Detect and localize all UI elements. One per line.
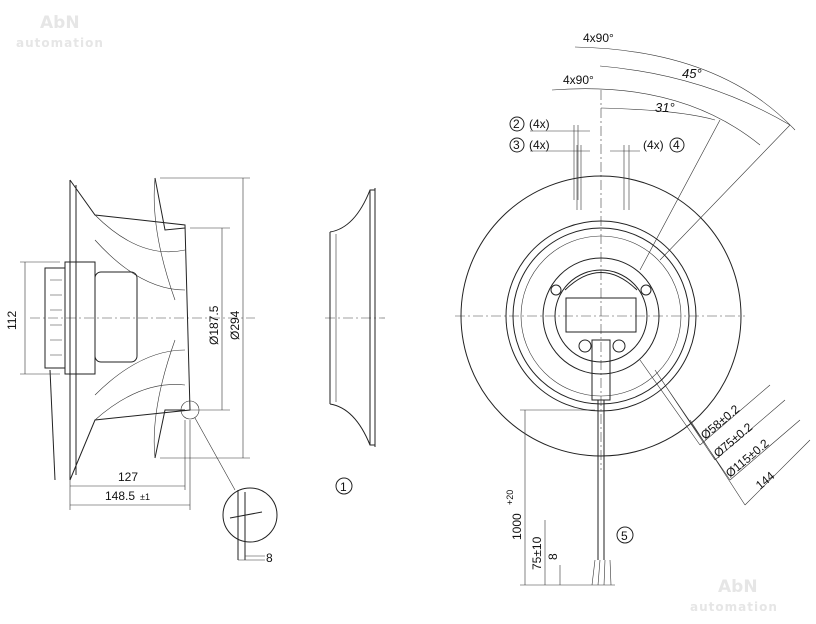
dim-dia-294: Ø294 <box>228 310 242 340</box>
dim-148-5-tol: ±1 <box>140 492 150 502</box>
inlet-ring-view: 1 <box>325 188 385 495</box>
callout-3-qty: (4x) <box>529 138 550 152</box>
watermark-brand: AbN <box>718 577 758 597</box>
callout-4-qty: (4x) <box>643 138 664 152</box>
dim-strip-75: 75±10 <box>530 536 544 570</box>
side-view: 112 Ø187.5 Ø294 127 148.5 ±1 8 <box>5 177 278 565</box>
front-view: Ø58±0.2 Ø75±0.2 Ø115±0.2 144 4x90° 4x90°… <box>455 31 811 586</box>
angle-31: 31° <box>655 100 675 115</box>
watermark-brand: AbN <box>40 13 80 33</box>
dim-127: 127 <box>118 470 138 484</box>
dim-144: 144 <box>753 468 778 492</box>
angle-45: 45° <box>682 66 702 81</box>
dim-148-5: 148.5 <box>105 489 135 503</box>
dim-strip-8: 8 <box>546 553 560 560</box>
watermark-sub: automation <box>16 36 104 50</box>
callout-1: 1 <box>340 480 347 494</box>
watermark-top-left: AbN automation <box>16 13 104 50</box>
angle-inner-4x90: 4x90° <box>563 73 594 87</box>
callout-3: 3 <box>513 138 520 152</box>
callout-5: 5 <box>621 529 628 543</box>
dim-112: 112 <box>5 311 19 330</box>
callout-1-circle <box>335 477 353 495</box>
dim-dia-187-5: Ø187.5 <box>207 305 221 345</box>
callout-4: 4 <box>673 138 680 152</box>
dim-cable-1000: 1000 <box>510 513 524 540</box>
watermark-bottom-right: AbN automation <box>690 577 778 614</box>
callout-2-qty: (4x) <box>529 117 550 131</box>
callout-2: 2 <box>513 117 520 131</box>
dim-cable-tol: +20 <box>505 490 515 505</box>
watermark-sub: automation <box>690 600 778 614</box>
dim-detail-8: 8 <box>266 551 273 565</box>
angle-outer-4x90: 4x90° <box>583 31 614 45</box>
